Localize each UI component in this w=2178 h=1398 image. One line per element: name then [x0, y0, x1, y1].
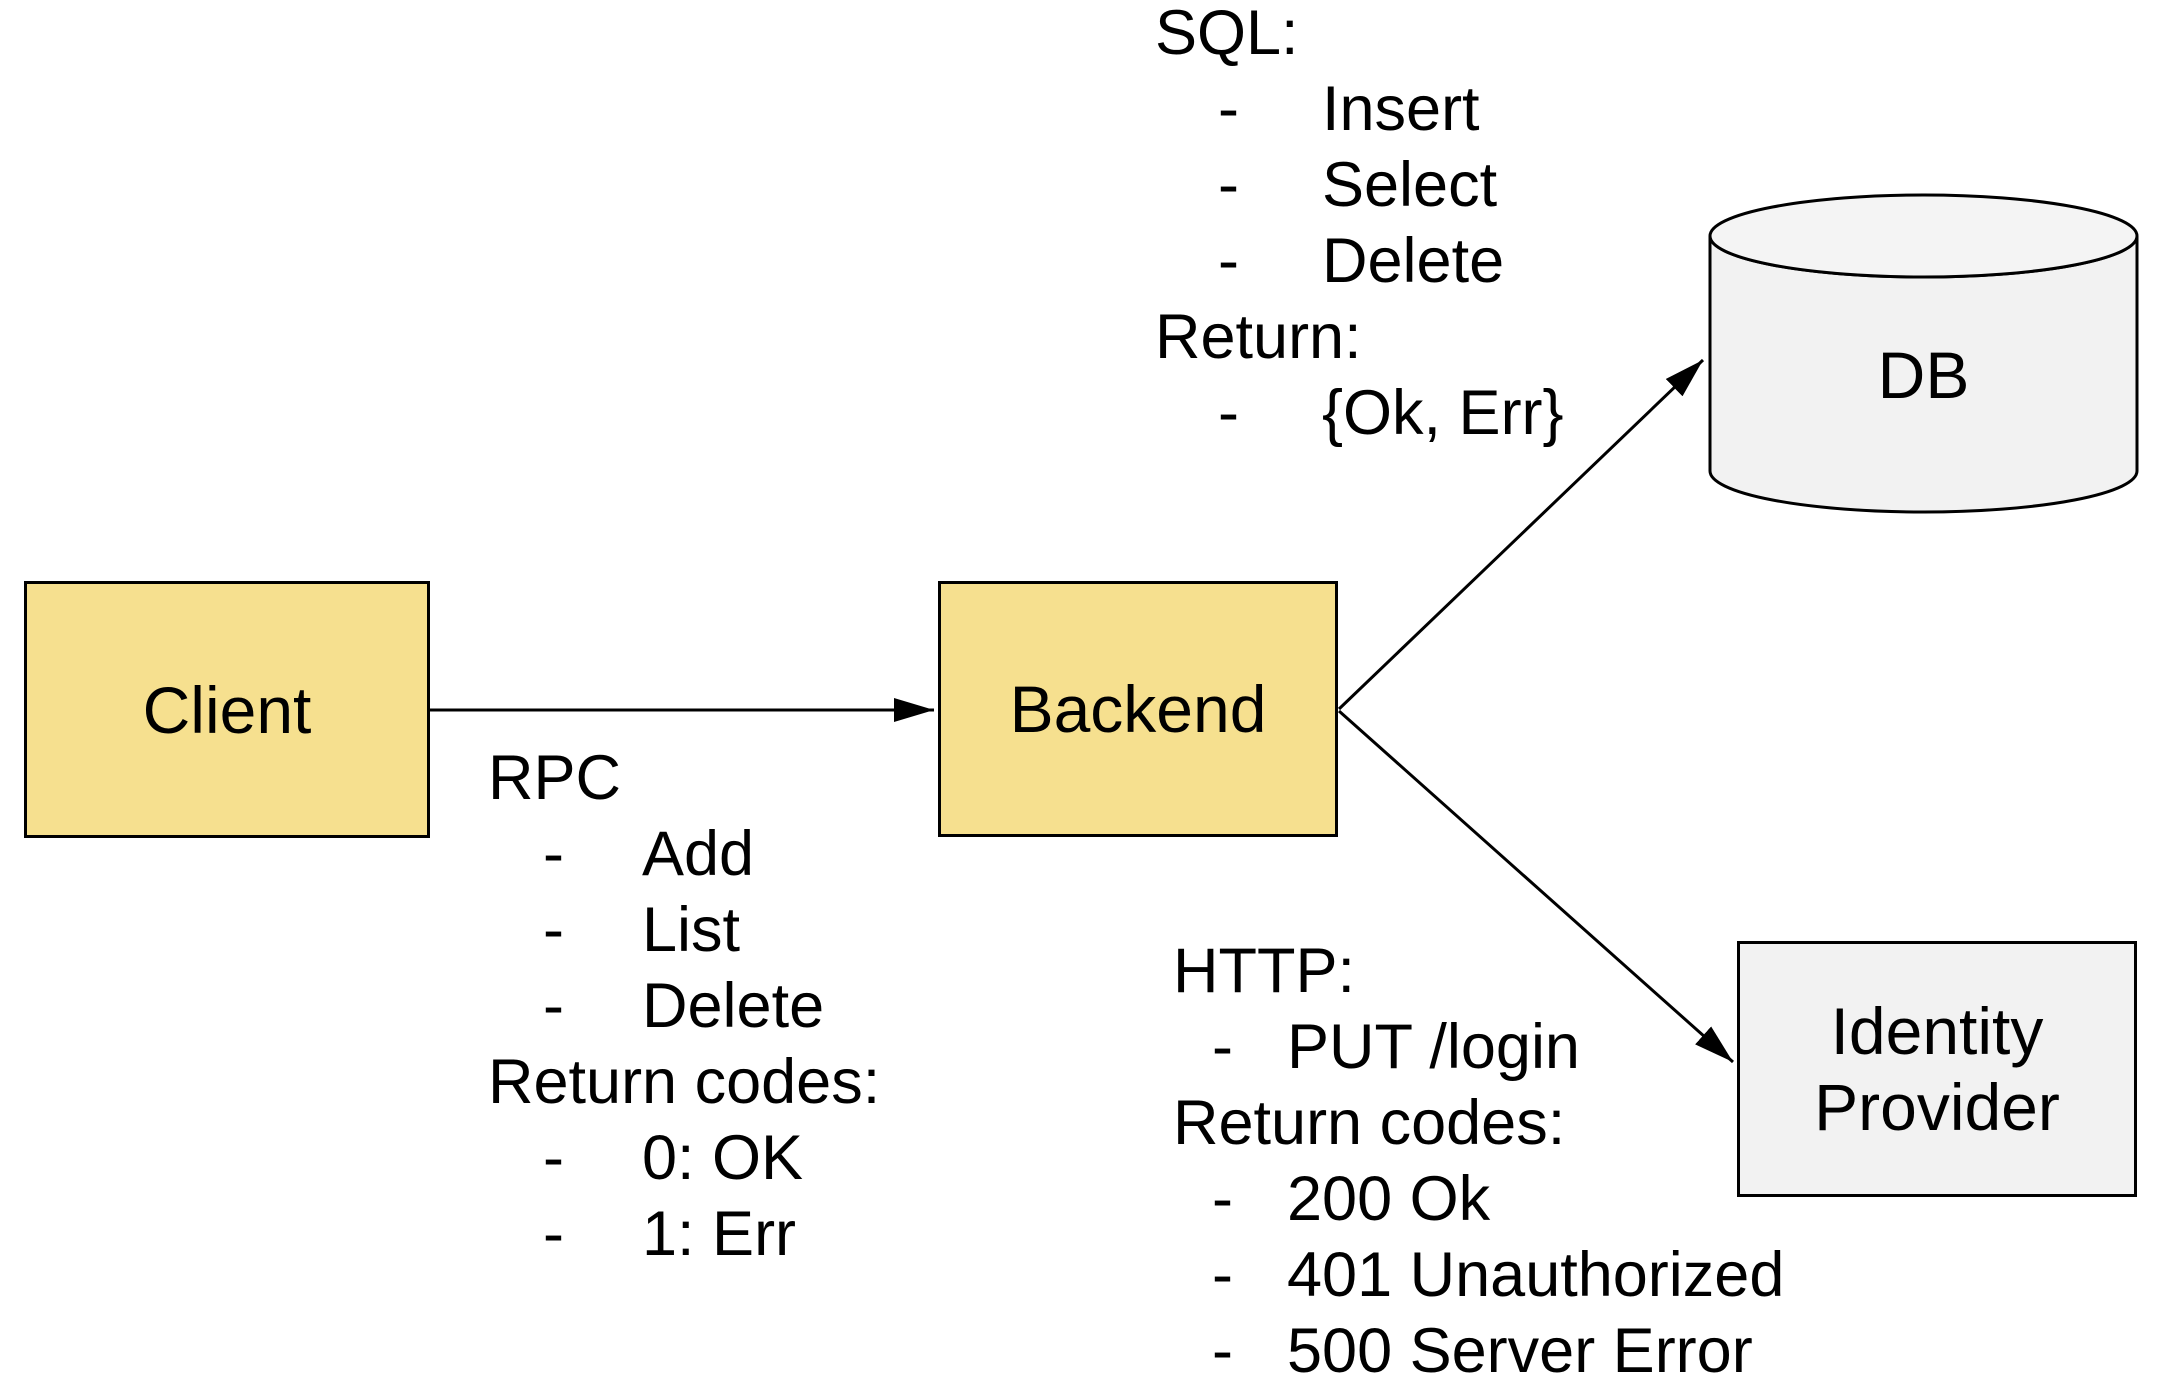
http-bullet-401-unauthorized: -401 Unauthorized: [1168, 1237, 1784, 1313]
sql-bullet-delete: -Delete: [1150, 223, 1564, 299]
client-node-label: Client: [142, 672, 312, 747]
bullet-dash: -: [1212, 1164, 1233, 1234]
client-node: Client: [24, 581, 430, 838]
identity-provider-label-line1: Identity: [1830, 994, 2044, 1068]
backend-node-label: Backend: [1009, 672, 1267, 746]
http-annotation-block: HTTP: -PUT /login Return codes: -200 Ok …: [1168, 933, 1784, 1389]
sql-heading: SQL:: [1155, 0, 1299, 68]
rpc-heading: RPC: [488, 743, 622, 813]
bullet-dash: -: [1218, 74, 1239, 144]
sql-bullet-ok-err: -{Ok, Err}: [1150, 375, 1564, 451]
bullet-dash: -: [543, 1123, 564, 1193]
rpc-bullet-add: -Add: [483, 816, 880, 892]
http-return-codes-heading: Return codes:: [1173, 1088, 1566, 1158]
sql-annotation-block: SQL: -Insert -Select -Delete Return: -{O…: [1150, 0, 1564, 451]
bullet-dash: -: [1212, 1316, 1233, 1386]
arrow-backend-to-identity-provider: [1338, 709, 1734, 1064]
db-node-label: DB: [1877, 338, 1970, 412]
rpc-bullet-list: -List: [483, 892, 880, 968]
rpc-return-codes-heading: Return codes:: [488, 1047, 881, 1117]
http-bullet-put-login: -PUT /login: [1168, 1009, 1784, 1085]
rpc-bullet-0-ok: -0: OK: [483, 1120, 880, 1196]
bullet-dash: -: [1218, 150, 1239, 220]
sql-bullet-insert: -Insert: [1150, 71, 1564, 147]
rpc-bullet-1-err: -1: Err: [483, 1196, 880, 1272]
bullet-dash: -: [1218, 378, 1239, 448]
http-bullet-500-server-error: -500 Server Error: [1168, 1313, 1784, 1389]
db-cylinder-shape: [1708, 193, 2139, 514]
sql-return-heading: Return:: [1155, 302, 1362, 372]
bullet-dash: -: [543, 819, 564, 889]
bullet-dash: -: [543, 971, 564, 1041]
bullet-dash: -: [1212, 1012, 1233, 1082]
backend-node: Backend: [938, 581, 1338, 837]
sql-bullet-select: -Select: [1150, 147, 1564, 223]
bullet-dash: -: [1218, 226, 1239, 296]
arrow-backend-to-db: [1337, 358, 1705, 711]
rpc-bullet-delete: -Delete: [483, 968, 880, 1044]
identity-provider-node: Identity Provider: [1737, 941, 2137, 1197]
bullet-dash: -: [543, 895, 564, 965]
http-heading: HTTP:: [1173, 936, 1355, 1006]
bullet-dash: -: [1212, 1240, 1233, 1310]
http-bullet-200-ok: -200 Ok: [1168, 1161, 1784, 1237]
rpc-annotation-block: RPC -Add -List -Delete Return codes: -0:…: [483, 740, 880, 1272]
bullet-dash: -: [543, 1199, 564, 1269]
identity-provider-label-line2: Provider: [1814, 1070, 2060, 1144]
